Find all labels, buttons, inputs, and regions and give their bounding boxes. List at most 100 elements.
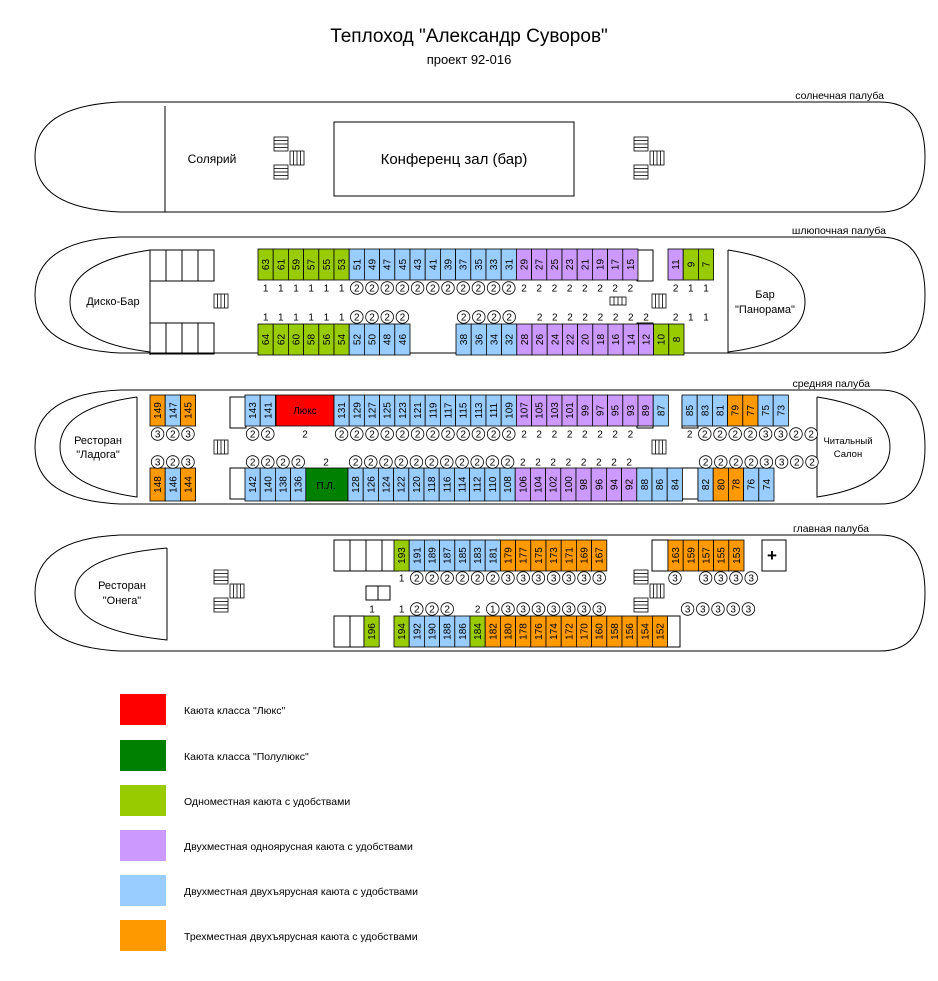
cabin-25[interactable]: 25 (546, 248, 563, 281)
cabin-77[interactable]: 77 (742, 394, 759, 427)
cabin-152[interactable]: 152 (652, 615, 669, 648)
cabin-33[interactable]: 33 (485, 248, 502, 281)
cabin-109[interactable]: 109 (500, 394, 517, 427)
cabin-32[interactable]: 32 (501, 323, 518, 356)
cabin-117[interactable]: 117 (439, 394, 456, 427)
cabin-173[interactable]: 173 (545, 539, 562, 572)
cabin-73[interactable]: 73 (772, 394, 789, 427)
cabin-112[interactable]: 112 (469, 467, 486, 502)
cabin-37[interactable]: 37 (455, 248, 472, 281)
cabin-50[interactable]: 50 (363, 323, 380, 356)
cabin-158[interactable]: 158 (606, 615, 623, 648)
cabin-106[interactable]: 106 (514, 467, 531, 502)
cabin-175[interactable]: 175 (530, 539, 547, 572)
cabin-53[interactable]: 53 (333, 248, 350, 281)
cabin-24[interactable]: 24 (546, 323, 563, 356)
cabin-55[interactable]: 55 (318, 248, 335, 281)
cabin-136[interactable]: 136 (290, 467, 307, 502)
cabin-27[interactable]: 27 (531, 248, 548, 281)
cabin-76[interactable]: 76 (743, 467, 760, 502)
cabin-92[interactable]: 92 (621, 467, 638, 502)
cabin-121[interactable]: 121 (409, 394, 426, 427)
cabin-115[interactable]: 115 (455, 394, 472, 427)
cabin-153[interactable]: 153 (728, 539, 745, 572)
cabin-192[interactable]: 192 (408, 615, 425, 648)
cabin-188[interactable]: 188 (439, 615, 456, 648)
cabin-160[interactable]: 160 (591, 615, 608, 648)
cabin-lux[interactable]: Люкс (275, 394, 335, 427)
cabin-51[interactable]: 51 (348, 248, 365, 281)
cabin-170[interactable]: 170 (576, 615, 593, 648)
cabin-97[interactable]: 97 (592, 394, 609, 427)
cabin-127[interactable]: 127 (363, 394, 380, 427)
cabin-187[interactable]: 187 (439, 539, 456, 572)
cabin-183[interactable]: 183 (469, 539, 486, 572)
cabin-118[interactable]: 118 (423, 467, 440, 502)
cabin-21[interactable]: 21 (576, 248, 593, 281)
cabin-196[interactable]: 196 (363, 615, 380, 648)
cabin-98[interactable]: 98 (575, 467, 592, 502)
cabin-141[interactable]: 141 (259, 394, 276, 427)
cabin-144[interactable]: 144 (179, 467, 196, 502)
cabin-163[interactable]: 163 (667, 539, 684, 572)
cabin-89[interactable]: 89 (637, 394, 654, 427)
cabin-61[interactable]: 61 (272, 248, 289, 281)
cabin-102[interactable]: 102 (545, 467, 562, 502)
cabin-83[interactable]: 83 (696, 394, 713, 427)
cabin-11[interactable]: 11 (667, 248, 684, 281)
cabin-79[interactable]: 79 (727, 394, 744, 427)
cabin-147[interactable]: 147 (164, 394, 181, 427)
cabin-129[interactable]: 129 (348, 394, 365, 427)
cabin-155[interactable]: 155 (713, 539, 730, 572)
cabin-125[interactable]: 125 (379, 394, 396, 427)
cabin-14[interactable]: 14 (622, 323, 639, 356)
cabin-34[interactable]: 34 (485, 323, 502, 356)
cabin-108[interactable]: 108 (499, 467, 516, 502)
cabin-172[interactable]: 172 (560, 615, 577, 648)
cabin-93[interactable]: 93 (622, 394, 639, 427)
cabin-99[interactable]: 99 (576, 394, 593, 427)
cabin-177[interactable]: 177 (515, 539, 532, 572)
cabin-28[interactable]: 28 (516, 323, 533, 356)
cabin-81[interactable]: 81 (712, 394, 729, 427)
cabin-181[interactable]: 181 (484, 539, 501, 572)
cabin-12[interactable]: 12 (638, 323, 655, 356)
cabin-131[interactable]: 131 (333, 394, 350, 427)
cabin-23[interactable]: 23 (561, 248, 578, 281)
cabin-64[interactable]: 64 (257, 323, 274, 356)
cabin-35[interactable]: 35 (470, 248, 487, 281)
cabin-22[interactable]: 22 (562, 323, 579, 356)
cabin-171[interactable]: 171 (560, 539, 577, 572)
cabin-59[interactable]: 59 (287, 248, 304, 281)
cabin-18[interactable]: 18 (592, 323, 609, 356)
cabin-116[interactable]: 116 (438, 467, 455, 502)
cabin-114[interactable]: 114 (453, 467, 470, 502)
cabin-49[interactable]: 49 (363, 248, 380, 281)
cabin-96[interactable]: 96 (590, 467, 607, 502)
cabin-154[interactable]: 154 (636, 615, 653, 648)
cabin-119[interactable]: 119 (424, 394, 441, 427)
cabin-140[interactable]: 140 (259, 467, 276, 502)
cabin-182[interactable]: 182 (484, 615, 501, 648)
cabin-159[interactable]: 159 (682, 539, 699, 572)
cabin-87[interactable]: 87 (652, 394, 669, 427)
cabin-15[interactable]: 15 (622, 248, 639, 281)
cabin-58[interactable]: 58 (303, 323, 320, 356)
cabin-26[interactable]: 26 (531, 323, 548, 356)
cabin-113[interactable]: 113 (470, 394, 487, 427)
cabin-189[interactable]: 189 (423, 539, 440, 572)
cabin-82[interactable]: 82 (697, 467, 714, 502)
cabin-39[interactable]: 39 (439, 248, 456, 281)
cabin-10[interactable]: 10 (653, 323, 670, 356)
cabin-126[interactable]: 126 (362, 467, 379, 502)
cabin-7[interactable]: 7 (698, 248, 715, 281)
cabin-84[interactable]: 84 (666, 467, 683, 502)
cabin-9[interactable]: 9 (682, 248, 699, 281)
cabin-184[interactable]: 184 (469, 615, 486, 648)
cabin-47[interactable]: 47 (379, 248, 396, 281)
cabin-31[interactable]: 31 (500, 248, 517, 281)
cabin-191[interactable]: 191 (408, 539, 425, 572)
cabin-120[interactable]: 120 (408, 467, 425, 502)
cabin-8[interactable]: 8 (668, 323, 685, 356)
cabin-111[interactable]: 111 (485, 394, 502, 427)
